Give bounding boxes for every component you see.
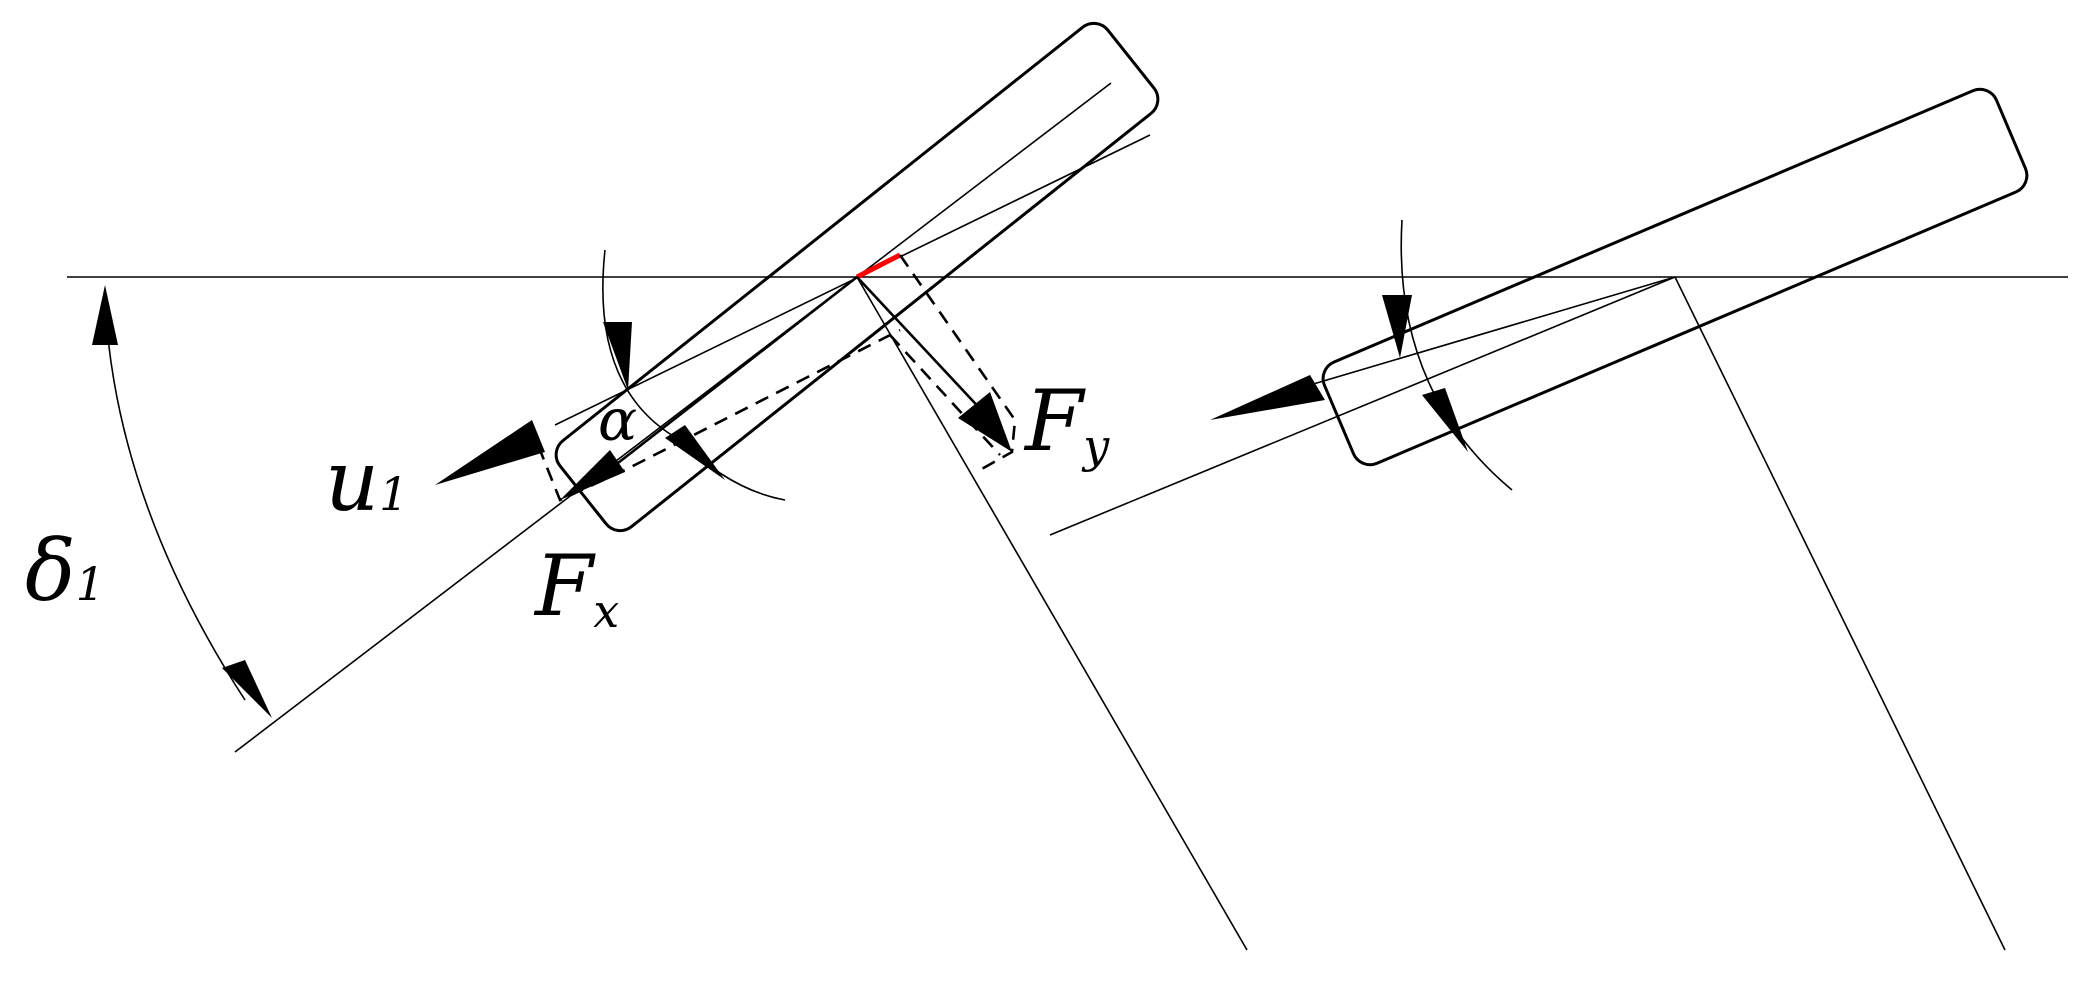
contact-patch-highlight: [855, 252, 902, 280]
delta-arc: [104, 299, 246, 701]
fx-arrow-head: [560, 450, 625, 500]
force-component-dashed-3: [889, 334, 1001, 456]
right-angle-arrow-head-top: [1382, 295, 1412, 358]
left-wheel-outline: [554, 21, 1160, 533]
force-component-dashed-2: [528, 328, 901, 502]
fx-arrow-shaft: [599, 275, 858, 479]
fx-label: Fx: [533, 537, 619, 638]
alpha-arc: [602, 249, 786, 501]
right-velocity-arrow-head: [1210, 375, 1325, 420]
alpha-arrow-head-bottom: [665, 425, 725, 480]
right-wheel-line-1: [1049, 276, 1676, 536]
right-angle-arrow-head-bottom: [1422, 388, 1468, 452]
fy-arrow-head: [958, 392, 1012, 452]
u1-label: u1: [325, 432, 408, 530]
force-component-dashed: [898, 254, 1017, 472]
alpha-arrow-head-top: [603, 322, 632, 390]
right-wheel-line-2: [1309, 276, 1676, 386]
right-wheel-outline: [1321, 87, 2029, 467]
left-wheel-plane-line: [234, 82, 1112, 753]
delta-arrow-head-bottom: [222, 660, 272, 718]
left-wheel-group: [92, 21, 1248, 951]
delta-arrow-head-top: [92, 285, 118, 345]
u1-arrow-head: [435, 420, 545, 485]
alpha-label: α: [598, 386, 637, 454]
right-normal-line: [1674, 276, 2006, 951]
right-wheel-group: [1049, 87, 2029, 951]
fy-label: Fy: [1023, 372, 1110, 473]
right-angle-arc: [1400, 219, 1513, 491]
delta1-label: δ1: [25, 522, 105, 620]
left-normal-line: [856, 276, 1248, 951]
